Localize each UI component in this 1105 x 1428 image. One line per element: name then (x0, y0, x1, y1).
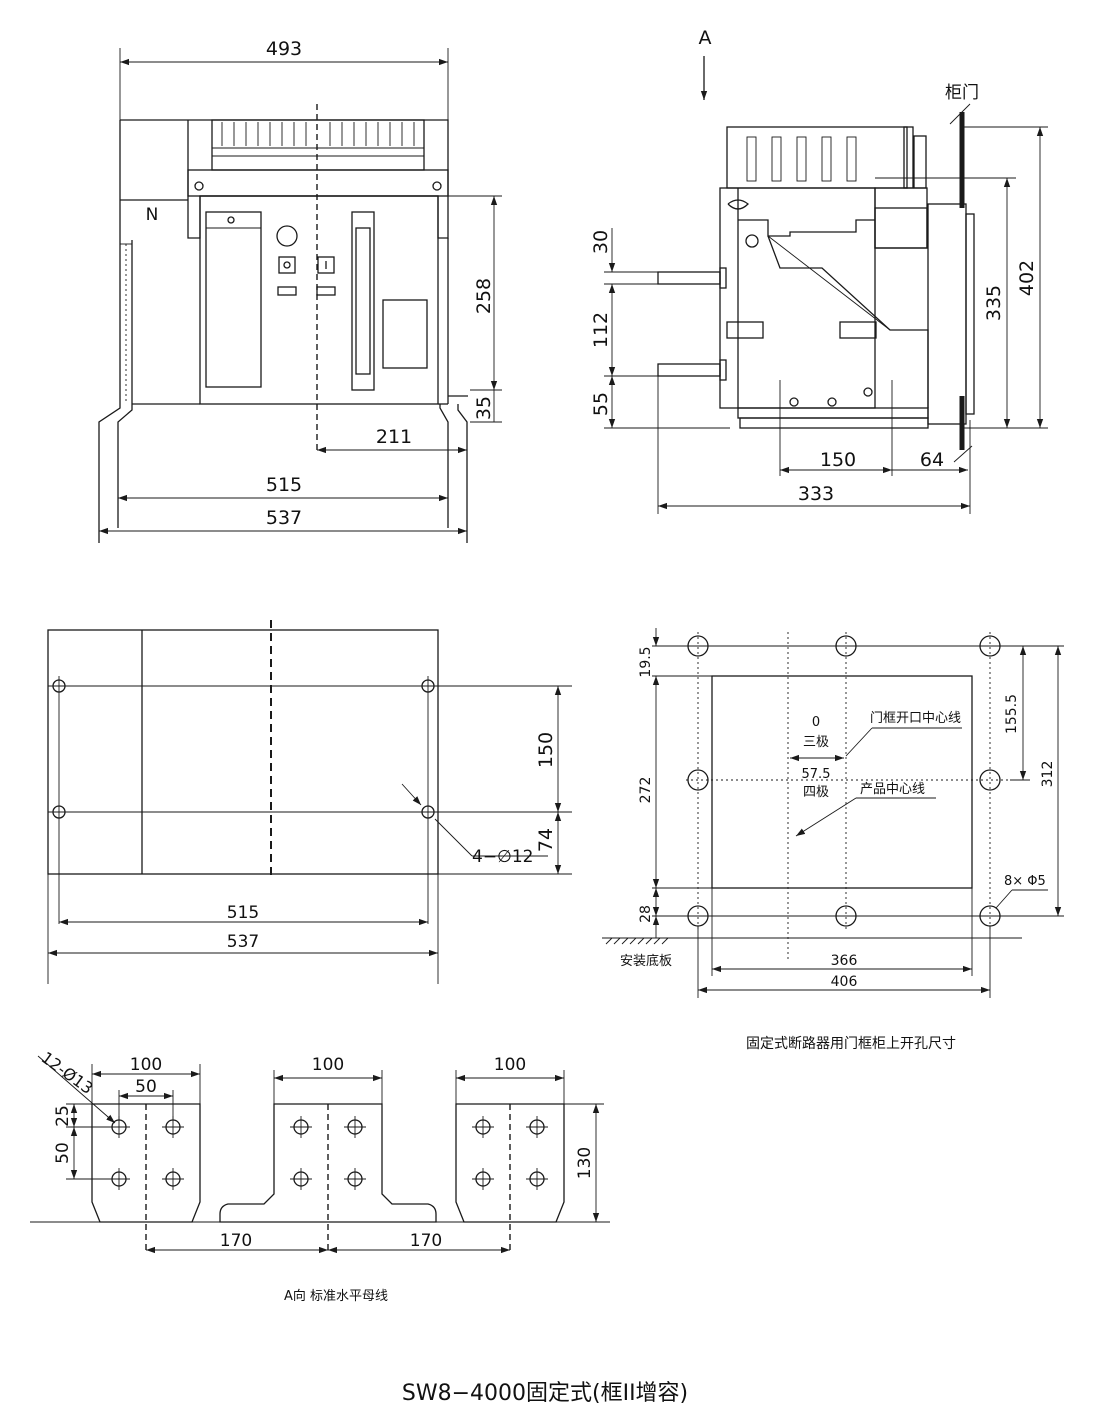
dim-272: 272 (638, 777, 654, 804)
dim-19-5: 19.5 (638, 646, 654, 677)
label-57-5: 57.5 (802, 767, 831, 782)
door-cutout-view: 19.5 272 28 155.5 312 0 三极 57.5 四极 门框开口中… (602, 628, 1064, 1052)
dim-28: 28 (638, 905, 654, 923)
dim-366: 366 (831, 953, 858, 969)
dim-50-height: 50 (53, 1142, 73, 1164)
label-four-pole: 四极 (803, 785, 829, 800)
base-hatch (605, 937, 669, 945)
cutout-hole-note: 8× Φ5 (1004, 874, 1046, 889)
dim-170-left: 170 (220, 1231, 252, 1251)
dim-335: 335 (983, 285, 1005, 321)
dim-100-middle: 100 (312, 1055, 344, 1075)
dim-64: 64 (920, 449, 944, 471)
dim-100-left: 100 (130, 1055, 162, 1075)
cutout-caption: 固定式断路器用门框柜上开孔尺寸 (746, 1036, 956, 1052)
dim-537: 537 (266, 507, 302, 529)
dim-312: 312 (1040, 761, 1056, 788)
label-base: 安装底板 (620, 953, 672, 969)
front-view: 493 N (98, 38, 502, 543)
mounting-view: 150 74 4−∅12 515 537 (47, 620, 572, 984)
view-marker-a: A (699, 27, 712, 49)
dim-515: 515 (266, 474, 302, 496)
busbar-hole-note: 12-Ø13 (38, 1048, 97, 1098)
page-title: SW8−4000固定式(框II增容) (402, 1381, 688, 1406)
dim-50-width: 50 (135, 1077, 157, 1097)
dim-515-mount: 515 (227, 903, 259, 923)
busbar-caption: A向 标准水平母线 (284, 1288, 388, 1304)
dim-402: 402 (1016, 260, 1038, 296)
mount-hole-note: 4−∅12 (472, 847, 534, 867)
dim-55: 55 (590, 392, 612, 416)
dim-74: 74 (535, 828, 557, 852)
busbar-view: 12-Ø13 100 50 100 100 25 50 130 170 170 (30, 1048, 610, 1304)
dim-211: 211 (376, 426, 412, 448)
dim-493: 493 (266, 38, 302, 60)
neutral-label: N (146, 205, 159, 225)
dim-333: 333 (798, 483, 834, 505)
dim-150-mount: 150 (535, 732, 557, 768)
label-zero: 0 (812, 715, 820, 730)
busbar-holes (108, 1116, 548, 1190)
dim-406: 406 (831, 974, 858, 990)
dim-100-right: 100 (494, 1055, 526, 1075)
dim-25: 25 (53, 1105, 73, 1127)
dim-112: 112 (590, 312, 612, 348)
door-label: 柜门 (945, 83, 979, 103)
dim-155-5: 155.5 (1004, 694, 1020, 734)
dim-30: 30 (590, 230, 612, 254)
dim-35: 35 (473, 396, 495, 420)
side-view: A 柜门 (590, 27, 1048, 514)
terminal-strip (221, 122, 415, 146)
dim-258: 258 (473, 278, 495, 314)
dim-150-side: 150 (820, 449, 856, 471)
label-door-center: 门框开口中心线 (870, 711, 961, 726)
label-three-pole: 三极 (803, 735, 829, 750)
dim-170-right: 170 (410, 1231, 442, 1251)
dim-537-mount: 537 (227, 932, 259, 952)
dim-130: 130 (575, 1147, 595, 1179)
label-product-center: 产品中心线 (860, 782, 925, 797)
